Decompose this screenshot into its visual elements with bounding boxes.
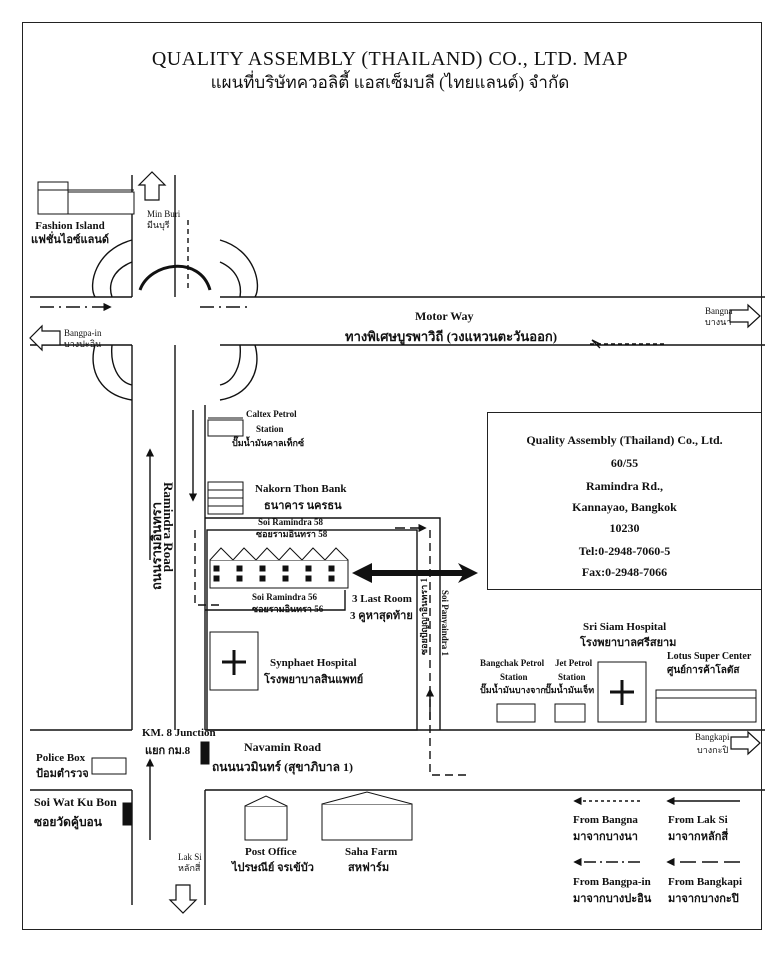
fashion-island-building <box>37 181 135 215</box>
arrow-bangpain <box>29 324 61 352</box>
sri-siam-label: Sri Siam Hospital <box>583 621 667 633</box>
fashion-island-thai: แฟชั่นไอซ์แลนด์ <box>31 234 109 246</box>
company-road: Ramindra Rd., <box>585 479 663 493</box>
petrol-stations <box>496 703 586 723</box>
legend-from-bangkapi-thai: มาจากบางกะปิ <box>668 893 739 905</box>
lak-si-thai: หลักสี่ <box>178 863 201 873</box>
soi-roads <box>194 517 470 776</box>
soi56-thai: ซอยรามอินทรา 56 <box>252 604 324 614</box>
min-buri-thai: มีนบุรี <box>147 220 170 230</box>
last-room-label: 3 Last Room <box>352 593 412 605</box>
caltex-thai: ปั๊มน้ำมันคาลเท็กซ์ <box>232 438 305 448</box>
arrow-bangna <box>729 303 761 329</box>
legend-from-bangpain: From Bangpa-in <box>573 876 651 888</box>
motorway-traffic-lines <box>40 302 665 349</box>
caltex-station-label: Station <box>256 424 284 434</box>
lotus-thai: ศูนย์การค้าโลตัส <box>667 665 740 676</box>
legend-from-bangna-thai: มาจากบางนา <box>573 831 638 843</box>
police-box-label: Police Box <box>36 752 86 764</box>
bangkapi-thai: บางกะปิ <box>697 745 729 755</box>
soi56-label: Soi Ramindra 56 <box>252 592 318 602</box>
caltex-label: Caltex Petrol <box>246 409 297 419</box>
company-fax: Fax:0-2948-7066 <box>581 565 668 579</box>
panya-thai: ซอยปัญญาอินทรา 1 <box>419 577 429 655</box>
soi-wat-label: Soi Wat Ku Bon <box>34 795 117 809</box>
navamin-label: Navamin Road <box>244 740 322 754</box>
bangna-thai: บางนา <box>705 317 732 327</box>
bangpain-label: Bangpa-in <box>64 328 102 338</box>
ramindra-thai: ถนนรามอินทรา <box>149 501 164 590</box>
km8-thai: แยก กม.8 <box>145 745 191 757</box>
bank-thai: ธนาคาร นครธน <box>264 500 342 512</box>
company-info-box: Quality Assembly (Thailand) Co., Ltd. 60… <box>487 412 762 590</box>
company-tel: Tel:0-2948-7060-5 <box>578 544 671 558</box>
bank-building <box>207 481 244 515</box>
panya-label: Soi Panyaindra 1 <box>440 590 450 657</box>
company-name: Quality Assembly (Thailand) Co., Ltd. <box>526 433 723 447</box>
jet-thai: ปั๊มน้ำมันเจ็ท <box>545 685 595 695</box>
bangpain-thai: บางปะอิน <box>64 339 102 349</box>
motorway-thai: ทางพิเศษบูรพาวิถี (วงแหวนตะวันออก) <box>345 329 558 344</box>
ramindra-traffic <box>145 220 198 840</box>
company-postcode: 10230 <box>609 521 640 535</box>
jet-label: Jet Petrol <box>555 658 593 668</box>
navamin-thai: ถนนนวมินทร์ (สุขาภิบาล 1) <box>212 760 353 774</box>
bangkapi-label: Bangkapi <box>695 732 730 742</box>
lak-si-label: Lak Si <box>178 852 202 862</box>
bangchak-station-label: Station <box>500 672 528 682</box>
caltex-station-icon <box>207 417 244 437</box>
soi58-label: Soi Ramindra 58 <box>258 517 324 527</box>
sri-siam-building <box>597 661 647 723</box>
legend-lines <box>573 796 740 867</box>
last-room-thai: 3 คูหาสุดท้าย <box>350 610 413 622</box>
fashion-island-label: Fashion Island <box>35 220 105 232</box>
legend-from-bangpain-thai: มาจากบางปะอิน <box>573 893 652 905</box>
legend-from-bangkapi: From Bangkapi <box>668 876 743 888</box>
sri-siam-thai: โรงพยาบาลศรีสยาม <box>580 637 677 649</box>
km8-label: KM. 8 Junction <box>142 727 216 739</box>
saha-farm-label: Saha Farm <box>345 846 398 858</box>
synphaet-thai: โรงพยาบาลสินแพทย์ <box>264 674 364 686</box>
direction-arrows <box>29 171 761 914</box>
bank-label: Nakorn Thon Bank <box>255 483 347 495</box>
min-buri-label: Min Buri <box>147 209 181 219</box>
soi-wat-thai: ซอยวัดคู้บอน <box>34 815 102 829</box>
company-pointer-arrow <box>352 563 478 583</box>
motorway-label: Motor Way <box>415 309 474 323</box>
lotus-label: Lotus Super Center <box>667 651 752 662</box>
police-box-thai: ป้อมตำรวจ <box>36 768 89 780</box>
company-number: 60/55 <box>610 456 639 470</box>
ramindra-road <box>131 175 206 905</box>
map-subtitle: แผนที่บริษัทควอลิตี้ แอสเซ็มบลี (ไทยแลนด… <box>210 73 570 92</box>
map-title: QUALITY ASSEMBLY (THAILAND) CO., LTD. MA… <box>151 48 629 70</box>
company-district: Kannayao, Bangkok <box>572 500 677 514</box>
legend-from-laksi-thai: มาจากหลักสี่ <box>668 831 729 843</box>
traffic-lights <box>122 741 210 826</box>
post-office-thai: ไปรษณีย์ จรเข้บัว <box>232 862 314 874</box>
arrow-minburi <box>137 171 167 201</box>
bangchak-thai: ปั๊มน้ำมันบางจาก <box>480 685 546 695</box>
post-office-building <box>244 795 288 841</box>
saha-farm-thai: สหฟาร์ม <box>348 862 390 874</box>
legend-from-bangna: From Bangna <box>573 814 638 826</box>
bangna-label: Bangna <box>705 306 733 316</box>
company-buildings <box>209 547 349 589</box>
legend-from-laksi: From Lak Si <box>668 814 728 826</box>
police-box-building <box>91 757 127 775</box>
saha-farm-building <box>321 791 413 841</box>
post-office-label: Post Office <box>245 846 297 858</box>
arrow-bangkapi <box>730 730 761 756</box>
lotus-building <box>655 689 757 723</box>
soi58-thai: ซอยรามอินทรา 58 <box>256 529 328 539</box>
synphaet-label: Synphaet Hospital <box>270 657 357 669</box>
jet-station-label: Station <box>558 672 586 682</box>
bangchak-label: Bangchak Petrol <box>480 658 545 668</box>
synphaet-hospital-building <box>209 631 259 691</box>
arrow-laksi <box>168 884 198 914</box>
